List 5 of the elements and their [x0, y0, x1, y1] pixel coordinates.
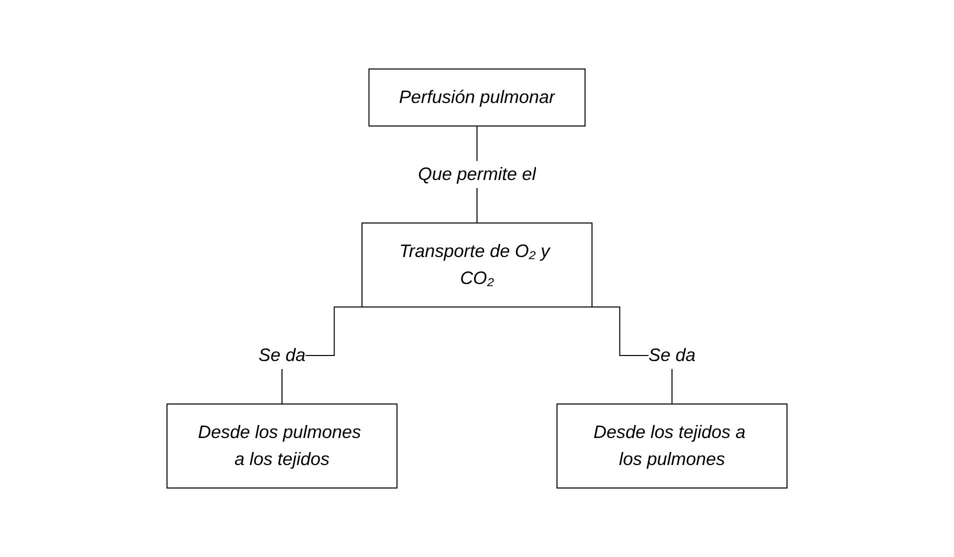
node-box: Transporte de O₂ y CO₂	[362, 222, 592, 308]
edge-label: Se da	[648, 345, 696, 365]
node-box: Desde los tejidos a los pulmones	[556, 404, 788, 488]
node-box: Desde los pulmones a los tejidos	[166, 404, 398, 488]
edge-label: Se da	[258, 345, 306, 365]
